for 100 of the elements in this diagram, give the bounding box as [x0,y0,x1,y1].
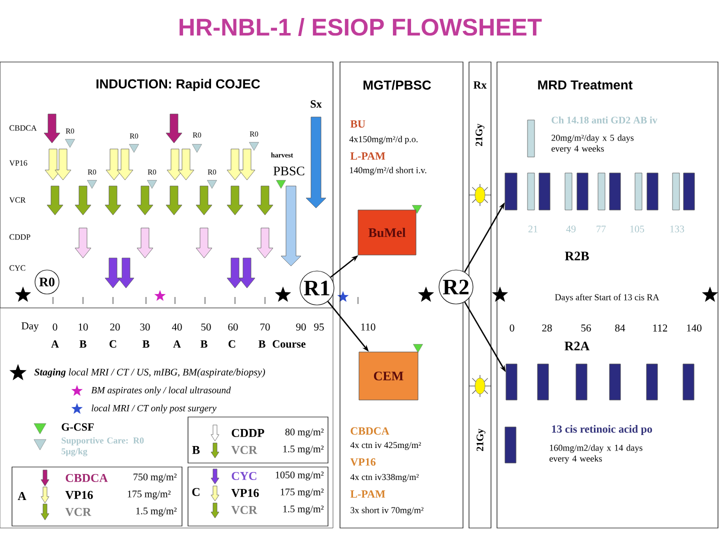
dose-legend-box [12,466,182,526]
day-number: 50 [201,323,211,331]
treatment-bar [646,364,658,400]
day-label: Day [22,322,39,332]
dose-text: 3x short iv 70mg/m² [350,506,424,516]
drug-label: CBDCA [10,125,37,131]
drug-label: L-PAM [350,152,386,160]
course-letter: B [258,340,266,348]
dose-legend-box [188,416,328,464]
legend-text: Supportive Care: R0 5µg/kg [62,437,144,456]
drug-label: L-PAM [350,490,386,498]
legend-text: local MRI / CT only post surgery [92,404,216,414]
treatment-bar [682,364,694,400]
treatment-box: CEM [358,352,418,400]
treatment-bar [683,172,695,210]
course-letter: A [173,340,181,348]
day-number: 0 [52,323,58,331]
day-number: 70 [260,323,270,331]
day-number: 110 [361,323,376,331]
radiation-dose: 21Gy [476,124,484,146]
drug-label: CDDP [232,428,264,438]
dose-text: 4x ctn iv 425mg/m² [350,442,421,450]
day-number: 10 [78,323,88,331]
drug-label: VP16 [9,160,28,166]
surgery-label: Sx [310,100,322,108]
drug-label: BU [350,120,366,128]
day-number: 40 [172,323,182,331]
day-number: 28 [542,324,552,332]
dose-legend-box [188,466,328,526]
day-number: 56 [581,324,591,332]
day-number: 112 [653,324,668,332]
day-number: 133 [670,226,684,232]
treatment-bar [646,172,658,210]
legend-text: Staging local MRI / CT / US, mIBG, BM(aspirate/biopsy) [34,368,265,378]
legend-panel [0,308,334,528]
day-number: 90 [296,323,306,331]
day-number: 30 [140,323,150,331]
day-number: 20 [110,323,120,331]
treatment-bar [504,172,518,210]
day-number: 21 [528,226,538,232]
axis-label: Days after Start of 13 cis RA [555,294,660,302]
treatment-bar [537,364,549,400]
treatment-bar [576,172,588,210]
drug-label: CBDCA [66,474,108,482]
drug-label: VP16 [350,458,376,466]
dose-text: 750 mg/m² [134,474,177,482]
drug-label: VP16 [231,488,259,498]
dose-text: 20mg/m²/day x 5 days every 4 weeks [552,134,634,154]
drug-label: VCR [65,508,92,516]
course-letter: B [200,340,208,348]
course-letter: C [228,340,236,348]
treatment-box: BuMel [358,210,416,256]
course-label: Course [272,340,306,348]
dose-text: 80 mg/m² [285,428,324,438]
dose-text: 175 mg/m² [280,488,324,498]
drug-label: VP16 [65,490,93,500]
dose-text: 160mg/m2/day x 14 days every 4 weeks [550,444,642,464]
group-letter: A [18,492,26,500]
course-letter: B [80,340,86,348]
dose-text: 1.5 mg/m² [283,446,324,454]
day-number: 60 [228,323,238,331]
drug-label: 13 cis retinoic acid po [552,425,652,435]
arm-label: R2A [564,342,590,350]
treatment-bar [504,426,516,464]
pbsc-label: PBSC [273,166,304,176]
dose-text: 1050 mg/m² [276,472,324,480]
course-letter: A [51,340,59,348]
radiation-dose: 21Gy [476,428,486,451]
day-number: 49 [566,226,576,232]
drug-label: VCR [231,506,258,514]
drug-label: CYC [232,472,256,480]
column-heading: Rx [473,81,487,89]
dose-text: 4x150mg/m²/d p.o. [349,136,418,144]
day-number: 105 [630,226,644,232]
day-number: 77 [596,226,606,232]
course-letter: C [110,340,116,348]
treatment-bar [609,364,621,400]
day-number: 140 [687,324,702,332]
group-letter: C [192,488,200,496]
treatment-bar [576,364,588,400]
drug-label: Ch 14.18 anti GD2 AB iv [552,116,658,124]
treatment-bar [506,364,518,400]
day-number: 0 [510,324,514,332]
dose-text: 140mg/m²/d short i.v. [350,166,426,176]
drug-label: CYC [10,265,26,271]
dose-text: 175 mg/m² [128,490,171,500]
title: HR-NBL-1 / ESIOP FLOWSHEET [180,18,542,36]
dose-text: 1.5 mg/m² [136,508,177,516]
dose-text: 4x ctn iv338mg/m² [350,474,419,482]
course-letter: B [142,340,150,348]
legend-text: G-CSF [62,423,94,431]
arm-label: R2B [564,252,589,260]
day-number: 95 [314,323,324,331]
treatment-bar [609,172,621,210]
day-number: 84 [615,324,626,332]
drug-label: VCR [231,446,258,454]
dose-text: 1.5 mg/m² [283,506,324,514]
treatment-bar [538,172,550,210]
drug-label: VCR [9,197,26,203]
group-letter: B [192,446,200,454]
